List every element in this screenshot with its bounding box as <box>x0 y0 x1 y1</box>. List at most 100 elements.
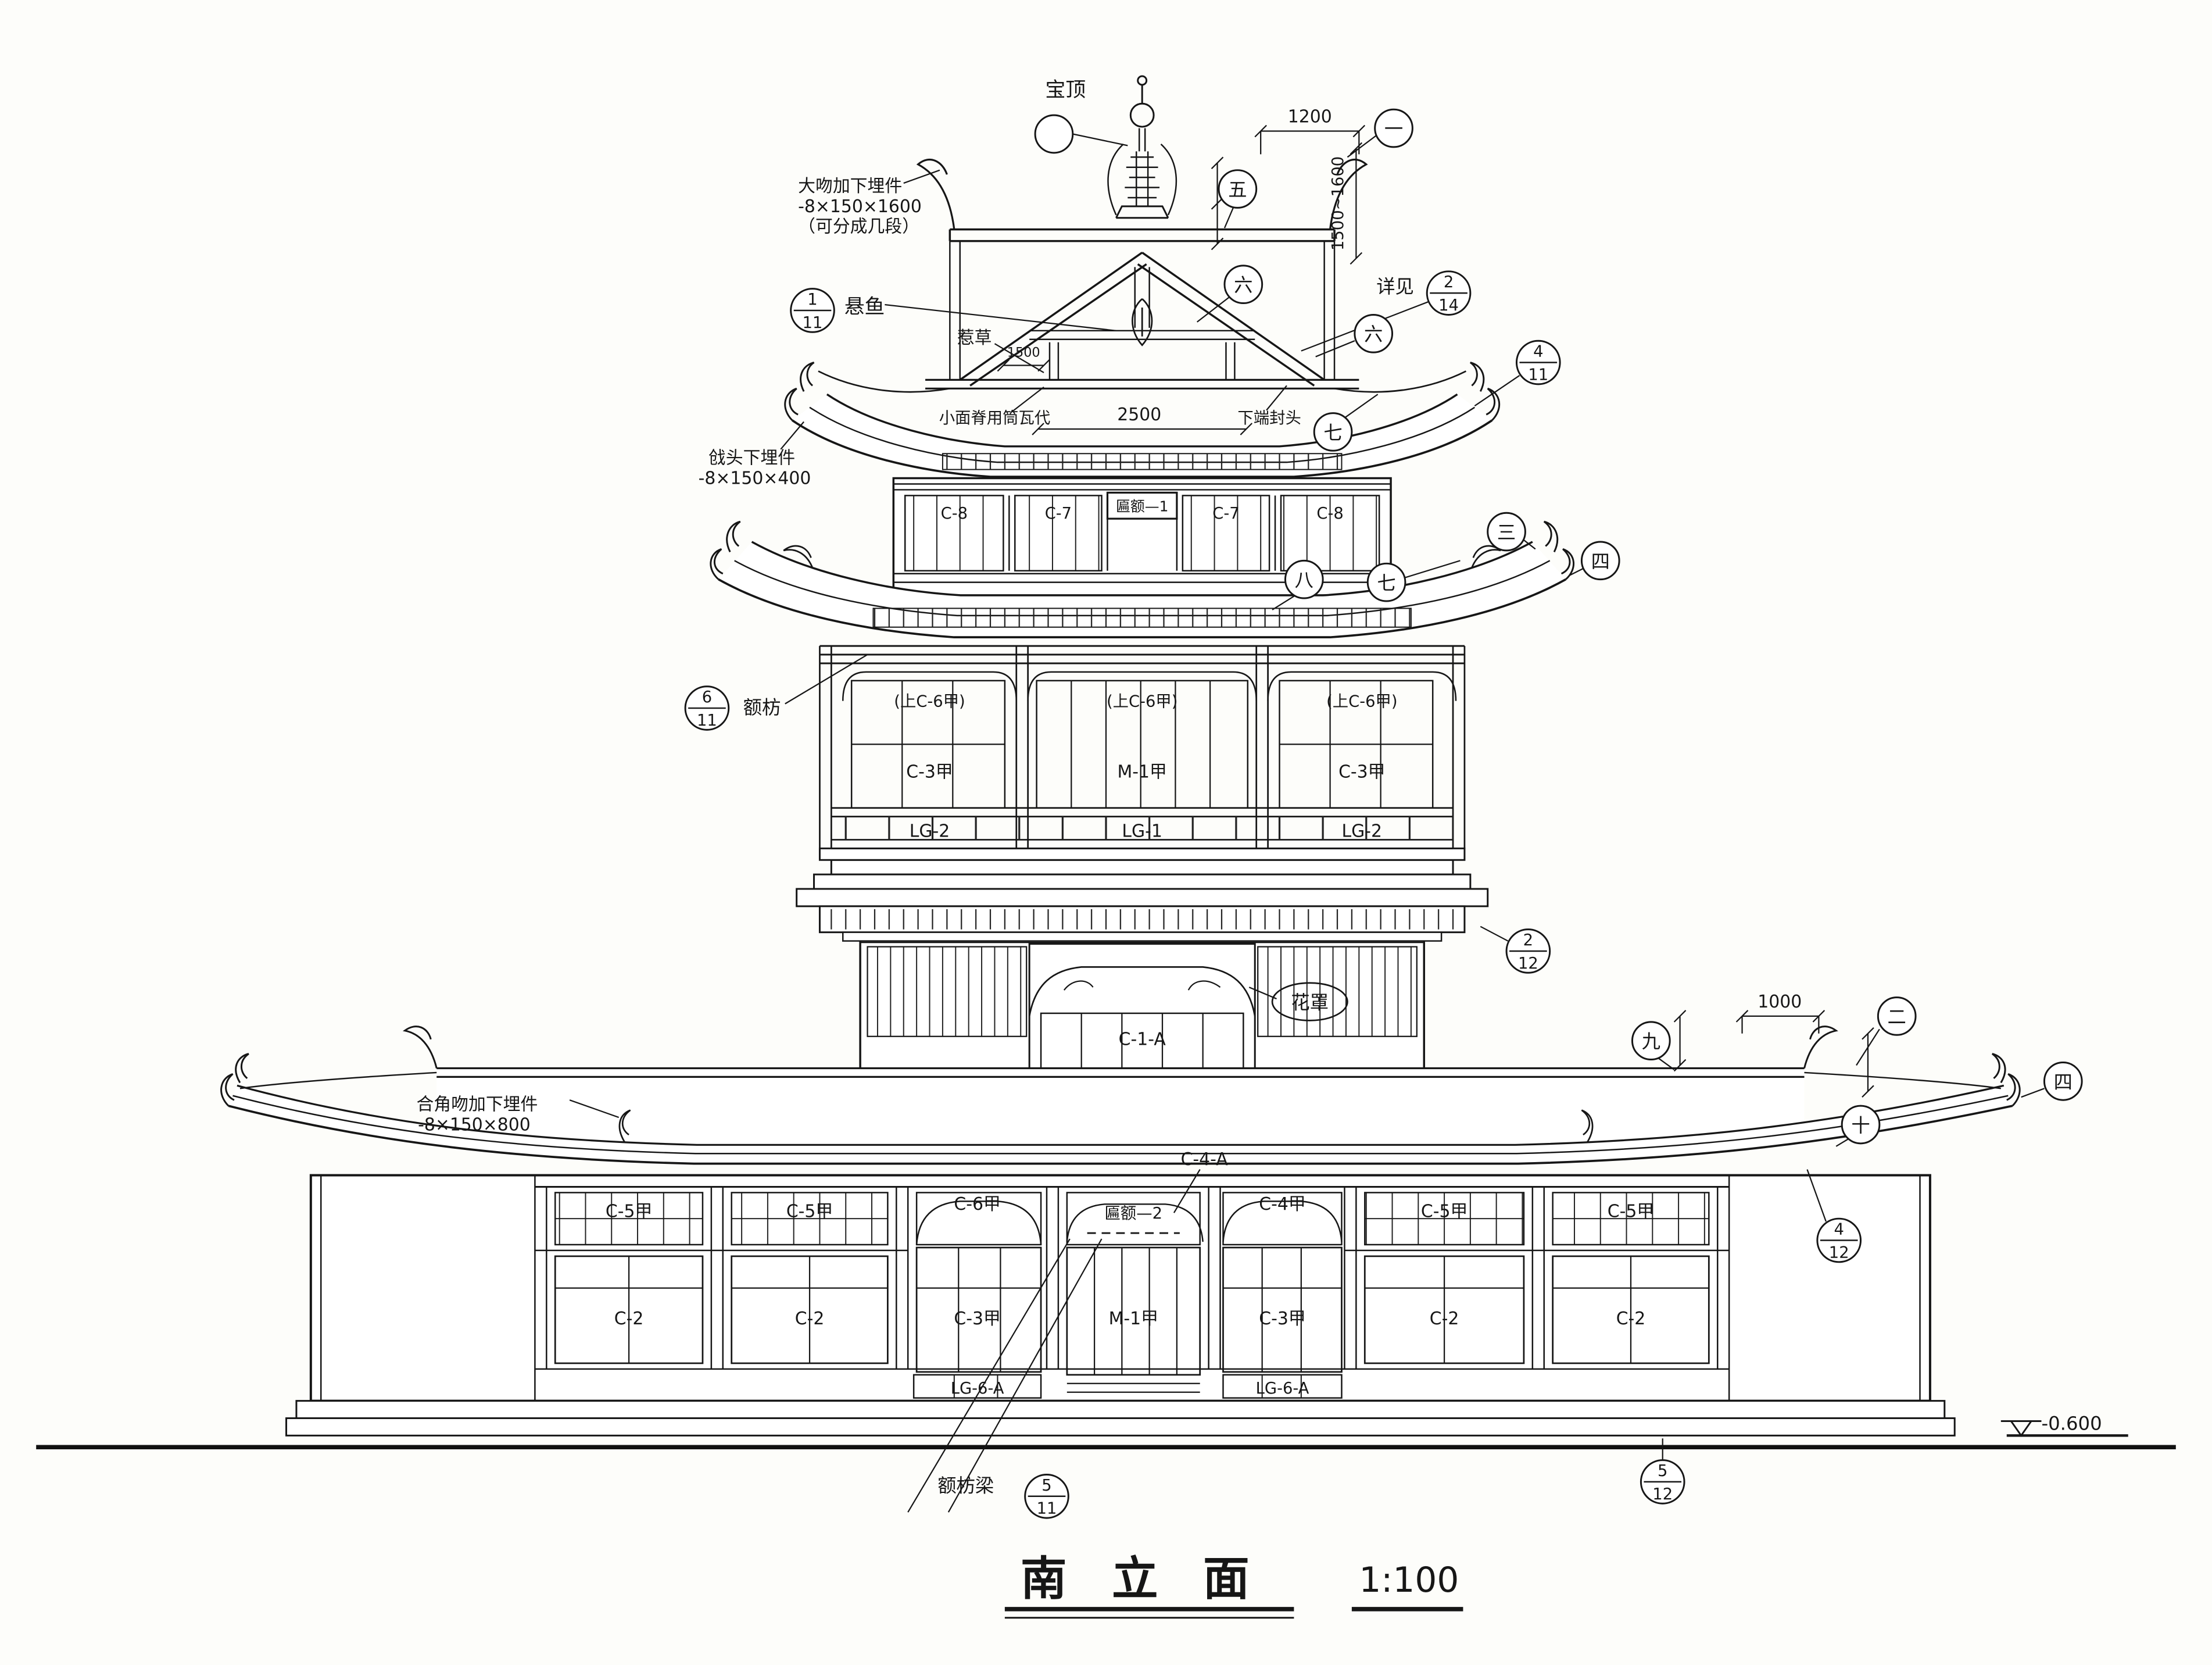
top-roof <box>784 362 1501 478</box>
callout-four-a: 四 <box>1580 541 1620 581</box>
g-rail-0: LG-6-A <box>951 1380 1004 1398</box>
callout-six-b-label: 六 <box>1364 323 1383 345</box>
g-rail-1: LG-6-A <box>1256 1380 1309 1398</box>
note-hejiao-1: 合角吻加下埋件 <box>416 1095 538 1115</box>
callout-seven-b-label: 七 <box>1377 572 1395 594</box>
note-xiangjian: 详见 <box>1376 276 1414 298</box>
door-label: C-1-A <box>1119 1030 1166 1050</box>
callout-six-a: 六 <box>1223 265 1264 305</box>
f2-12-den: 12 <box>1518 955 1538 973</box>
callout-f1-11: 111 <box>790 288 835 333</box>
callout-five-label: 五 <box>1228 178 1247 201</box>
f5-12-den: 12 <box>1652 1485 1673 1503</box>
g-head-5: C-5甲 <box>1421 1202 1467 1222</box>
callout-f2-12: 212 <box>1505 928 1551 974</box>
f4-12-den: 12 <box>1829 1244 1849 1262</box>
cornice-stack <box>796 859 1489 942</box>
callout-nine-label: 九 <box>1642 1031 1660 1053</box>
note-recao: 惹草 <box>957 328 992 348</box>
note-efangliang: 额枋梁 <box>937 1474 994 1496</box>
note-baoding: 宝顶 <box>1046 78 1086 102</box>
f5-11-den: 11 <box>1037 1500 1057 1518</box>
dim-right-eave: 1000 <box>1758 992 1802 1012</box>
g-head-1: C-5甲 <box>786 1202 833 1222</box>
callout-six-b: 六 <box>1354 313 1394 353</box>
dim-gable-width: 2500 <box>1117 405 1161 425</box>
dim-top-width: 1200 <box>1288 107 1332 127</box>
note-xuanyu: 悬鱼 <box>844 295 885 319</box>
callout-seven-a: 七 <box>1313 412 1353 452</box>
callout-seven-a-label: 七 <box>1323 421 1342 444</box>
elevation-value: -0.600 <box>2041 1412 2102 1434</box>
drawing-title: 南 立 面 <box>1021 1552 1264 1606</box>
g-window-5: C-2 <box>1430 1309 1459 1329</box>
drawing-scale: 1:100 <box>1359 1560 1459 1600</box>
callout-f5-11: 511 <box>1024 1473 1069 1519</box>
note-qiangtou-1: 戗头下埋件 <box>708 448 795 469</box>
attic-label-4: C-8 <box>1316 505 1343 523</box>
g-head-2: C-6甲 <box>954 1194 1000 1214</box>
second-roof <box>710 520 1575 639</box>
f2-12-num: 2 <box>1523 931 1533 949</box>
f2-head-2: (上C-6甲) <box>1326 693 1397 711</box>
f2-head-0: (上C-6甲) <box>894 693 965 711</box>
f4-12-num: 4 <box>1834 1221 1844 1239</box>
callout-two: 二 <box>1877 996 1917 1036</box>
annotation-texts: 宝顶 大吻加下埋件 -8×150×1600 （可分成几段） 悬鱼 惹草 详见 小… <box>416 78 1413 1497</box>
f5-12-num: 5 <box>1658 1462 1667 1480</box>
note-xiaomianji: 小面脊用筒瓦代 <box>939 409 1051 427</box>
callout-f4-11: 411 <box>1515 340 1561 385</box>
note-efang: 额枋 <box>743 696 781 719</box>
f5-11-num: 5 <box>1041 1477 1051 1495</box>
callout-four-a-label: 四 <box>1591 551 1610 573</box>
f2-14-num: 2 <box>1444 273 1454 291</box>
f2-window-0: C-3甲 <box>906 762 953 782</box>
f2-head-1: (上C-6甲) <box>1107 693 1177 711</box>
g-window-3: M-1甲 <box>1109 1309 1158 1329</box>
g-head-4: C-4甲 <box>1259 1194 1305 1214</box>
callout-seven-b: 七 <box>1366 562 1406 602</box>
callout-ten: 十 <box>1841 1105 1881 1145</box>
note-qiangtou-2: -8×150×400 <box>699 468 811 488</box>
f2-14-den: 14 <box>1438 296 1459 315</box>
attic-label-3: C-7 <box>1212 505 1239 523</box>
callout-f2-14: 214 <box>1426 270 1472 316</box>
ground-floor <box>285 1174 1956 1437</box>
callout-three: 三 <box>1487 512 1526 552</box>
f4-11-num: 4 <box>1533 343 1543 361</box>
attic-plaque-label: 匾额—1 <box>1116 498 1168 515</box>
callout-nine: 九 <box>1631 1021 1671 1061</box>
callout-five: 五 <box>1218 169 1258 209</box>
callout-eight-label: 八 <box>1295 569 1313 591</box>
note-huazhao: 花罩 <box>1291 991 1329 1013</box>
f2-window-2: C-3甲 <box>1338 762 1385 782</box>
f2-window-1: M-1甲 <box>1118 762 1167 782</box>
callouts: 一 五 六 六 七 八 七 三 四 九 二 十 四 111 214 411 61… <box>684 108 2083 1519</box>
callout-three-label: 三 <box>1497 521 1516 544</box>
callout-f4-12: 412 <box>1816 1217 1862 1263</box>
g-window-0: C-2 <box>614 1309 644 1329</box>
callout-one-label: 一 <box>1384 118 1403 140</box>
callout-four-b: 四 <box>2043 1062 2083 1101</box>
f6-11-num: 6 <box>702 688 712 706</box>
dim-gable-small: 1500 <box>1007 345 1040 360</box>
g-head-0: C-5甲 <box>606 1202 652 1222</box>
g-head-6: C-5甲 <box>1608 1202 1654 1222</box>
dim-finial-height: 1500~1600 <box>1329 156 1347 251</box>
dimensions: 1200 1500~1600 1500 2500 1000 -0.600 <box>997 107 2128 1437</box>
f4-11-den: 11 <box>1528 366 1548 384</box>
note-dawen-2: -8×150×1600 <box>798 196 922 217</box>
g-window-4: C-3甲 <box>1259 1309 1305 1329</box>
callout-ten-label: 十 <box>1851 1114 1870 1137</box>
g-window-6: C-2 <box>1616 1309 1646 1329</box>
g-window-2: C-3甲 <box>954 1309 1000 1329</box>
f6-11-den: 11 <box>697 712 717 730</box>
callout-four-b-label: 四 <box>2054 1071 2073 1093</box>
f1-11-den: 11 <box>803 314 823 332</box>
callout-one: 一 <box>1374 108 1413 148</box>
baoding-callout-circle <box>1034 114 1074 154</box>
callout-eight: 八 <box>1284 559 1324 599</box>
callout-two-label: 二 <box>1888 1006 1906 1028</box>
